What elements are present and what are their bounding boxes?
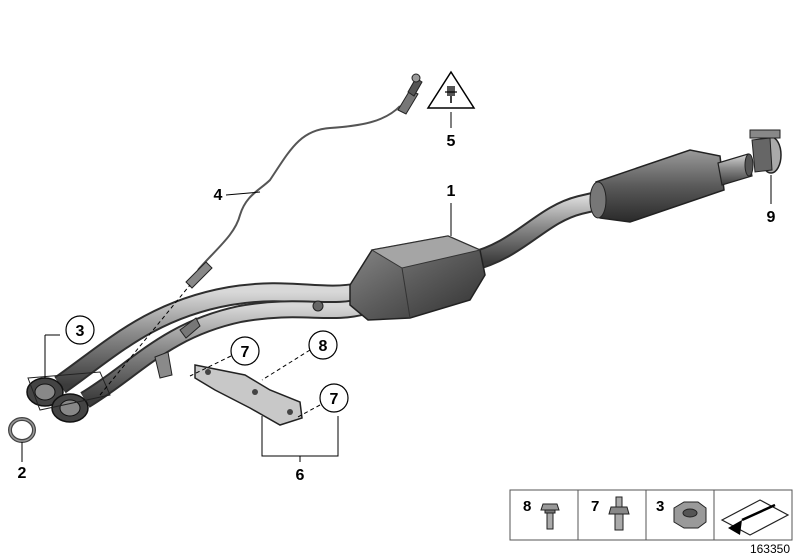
callout-circle-7a [230, 336, 260, 366]
bracket-plate [154, 351, 303, 426]
electrical-connector-warning-icon [426, 70, 476, 109]
stud-bolt-icon [608, 496, 630, 531]
callout-5: 5 [447, 133, 456, 150]
callout-3: 3 [76, 323, 85, 340]
callout-circle-8 [308, 330, 338, 360]
exhaust-pipe-assembly [26, 149, 754, 423]
gasket-ring [8, 417, 36, 443]
callout-circle-7b [319, 383, 349, 413]
hex-nut-icon [673, 501, 707, 529]
legend-item-3: 3 [656, 498, 707, 529]
legend-item-8: 8 [523, 498, 560, 530]
pipe-clamp [749, 129, 782, 174]
legend-number-3: 3 [656, 498, 664, 515]
diagram-id: 163350 [750, 542, 790, 556]
flange-bolt-icon [540, 503, 560, 530]
callout-1: 1 [447, 183, 456, 200]
parts-legend: 8 7 3 [509, 489, 793, 541]
legend-number-7: 7 [591, 498, 599, 515]
callout-9: 9 [767, 209, 776, 226]
muffler [595, 149, 725, 223]
callout-circle-3 [65, 315, 95, 345]
legend-item-7: 7 [591, 496, 630, 531]
oxygen-sensor [99, 73, 423, 396]
leader-lines [21, 112, 772, 462]
legend-number-8: 8 [523, 498, 531, 515]
gasket-arrow-icon [720, 499, 790, 536]
callout-4: 4 [214, 187, 223, 204]
callout-7b: 7 [330, 391, 339, 408]
callout-8: 8 [319, 338, 328, 355]
callout-2: 2 [18, 465, 27, 482]
callout-6: 6 [296, 467, 305, 484]
legend-item-gasket [720, 499, 790, 536]
callout-7a: 7 [241, 344, 250, 361]
